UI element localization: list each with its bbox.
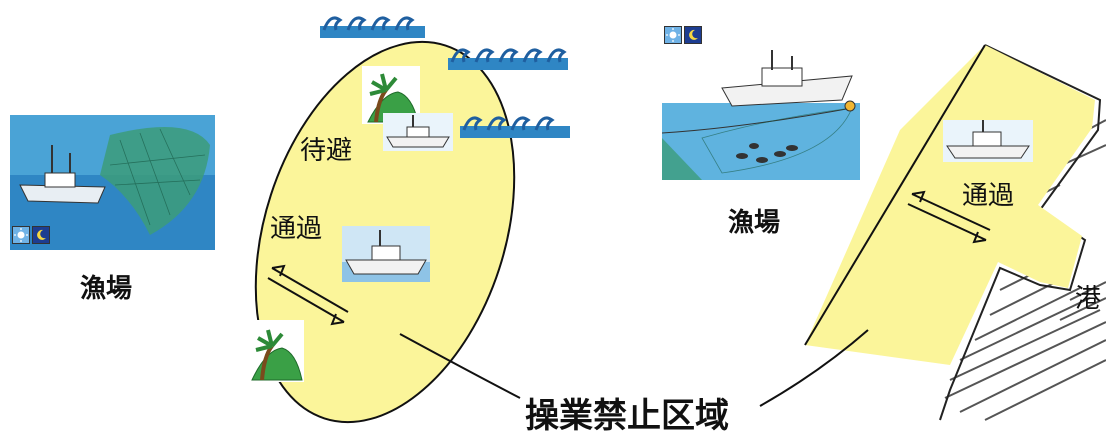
shelter-label: 待避 (300, 136, 353, 166)
no-operation-zone-label: 操業禁止区域 (525, 396, 729, 436)
passing-label-right: 通過 (962, 181, 1015, 211)
moon-icon (32, 226, 50, 244)
wave-icon (460, 108, 570, 138)
wave-icon (320, 8, 425, 38)
ship-icon (383, 113, 453, 151)
ship-icon (943, 120, 1033, 162)
coastline (939, 44, 1102, 421)
ship-icon (721, 50, 853, 107)
ship-icon (19, 145, 106, 204)
island-icon (248, 320, 304, 382)
fishing-ground-label-left: 漁場 (80, 274, 133, 304)
day-night-badge-right (664, 26, 702, 44)
sun-icon (664, 26, 682, 44)
leader-line-left (399, 333, 521, 399)
fishing-ground-label-right: 漁場 (728, 208, 781, 238)
day-night-badge-left (12, 226, 50, 244)
sun-icon (12, 226, 30, 244)
moon-icon (684, 26, 702, 44)
port-label: 港 (1075, 284, 1102, 314)
leader-line-right (759, 329, 869, 407)
ship-icon (342, 226, 430, 282)
fishing-ground-picture-left (10, 115, 215, 250)
passing-arrow-right (907, 190, 991, 244)
passing-label-left: 通過 (270, 214, 323, 244)
zone-boundary-line (804, 44, 986, 346)
fishing-ground-picture-right (662, 48, 860, 180)
passing-arrow-left (267, 264, 349, 326)
wave-icon (448, 40, 568, 70)
